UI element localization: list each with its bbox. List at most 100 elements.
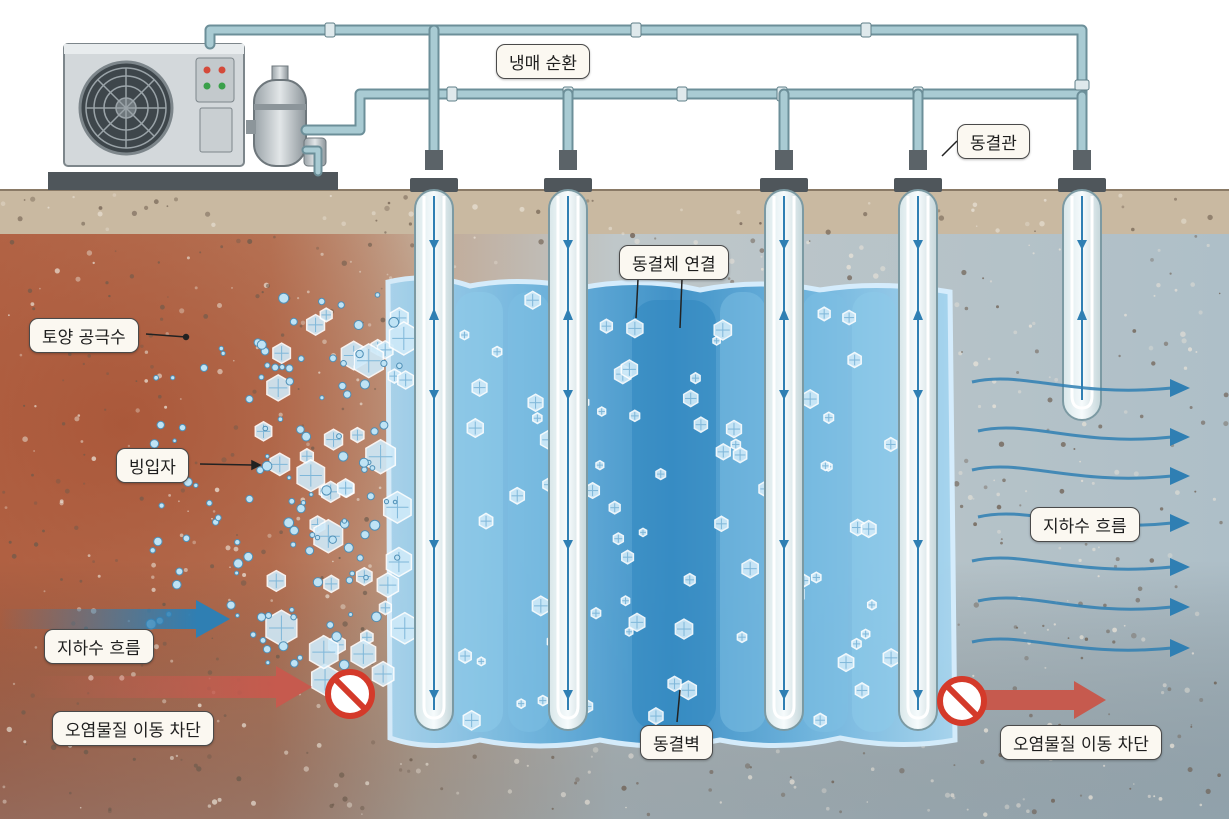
ice-crystal-icon xyxy=(612,532,625,546)
contaminant-arrow-right xyxy=(984,681,1106,719)
ground-surface xyxy=(0,190,1229,234)
contaminant-block-label-left: 오염물질 이동 차단 xyxy=(52,711,214,746)
no-entry-icon xyxy=(325,669,375,719)
pump-tank-icon xyxy=(246,65,327,167)
groundwater-label-right: 지하수 흐름 xyxy=(1030,507,1140,542)
ice-crystal-icon xyxy=(810,571,822,584)
frozen-wall xyxy=(385,275,958,749)
ice-particle-label: 빙입자 xyxy=(116,448,189,483)
ice-crystal-icon xyxy=(801,389,819,410)
groundwater-arrow-left xyxy=(0,600,230,638)
ice-crystal-icon xyxy=(296,458,326,493)
ice-crystal-icon xyxy=(532,412,543,425)
ice-crystal-icon xyxy=(531,595,551,617)
ice-crystal-icon xyxy=(385,546,413,578)
soil-pore-water xyxy=(145,292,403,671)
ice-crystal-icon xyxy=(371,660,395,688)
frozen-connect-label: 동결체 연결 xyxy=(619,245,729,280)
ice-crystal-icon xyxy=(590,606,602,620)
ice-crystal-icon xyxy=(860,628,871,640)
ice-crystal-icon xyxy=(714,515,729,533)
ice-crystal-icon xyxy=(478,512,494,530)
ice-crystal-icon xyxy=(595,459,605,471)
ice-crystal-icon xyxy=(736,631,748,644)
ice-crystal-icon xyxy=(648,707,664,726)
ice-crystal-icon xyxy=(820,460,831,472)
ice-crystal-icon xyxy=(682,389,699,408)
refrigerant-label: 냉매 순환 xyxy=(496,44,590,79)
ice-crystal-icon xyxy=(459,329,470,341)
ice-crystal-icon xyxy=(350,639,377,669)
freeze-pipe-risers xyxy=(410,24,1106,192)
ice-crystal-icon xyxy=(376,572,400,599)
ice-crystal-icon xyxy=(466,417,484,439)
ice-crystal-icon xyxy=(851,637,862,651)
ice-crystal-icon xyxy=(725,419,743,439)
ice-crystal-icon xyxy=(599,318,614,334)
ice-crystal-icon xyxy=(741,558,759,579)
ice-crystal-icon xyxy=(655,467,667,481)
ice-crystal-icon xyxy=(476,656,486,667)
ice-crystal-icon xyxy=(626,318,644,339)
ice-crystal-icon xyxy=(674,618,694,640)
ice-crystal-icon xyxy=(323,574,340,594)
freeze-pipe xyxy=(548,189,588,731)
freeze-pipe xyxy=(898,189,938,731)
ice-crystal-icon xyxy=(690,371,701,385)
ice-crystal-icon xyxy=(308,634,339,670)
groundwater-label-left: 지하수 흐름 xyxy=(44,629,154,664)
fan-icon xyxy=(85,67,167,149)
ice-crystal-icon xyxy=(667,675,682,693)
ice-crystal-icon xyxy=(491,345,503,358)
soil-texture xyxy=(0,193,1229,817)
frozen-wall-label: 동결벽 xyxy=(640,725,713,760)
ice-crystal-icon xyxy=(462,709,481,731)
ice-crystal-icon xyxy=(628,612,646,633)
ice-crystal-icon xyxy=(269,452,291,477)
ice-crystal-icon xyxy=(730,438,742,451)
ice-crystal-icon xyxy=(679,680,698,701)
ice-crystal-icon xyxy=(336,478,355,499)
groundwater-flow-right xyxy=(971,377,1190,657)
ice-crystal-icon xyxy=(458,648,472,664)
ice-crystal-icon xyxy=(732,446,748,464)
freeze-pipe xyxy=(764,189,804,731)
ice-crystal-icon xyxy=(837,652,855,673)
ice-crystal-icon xyxy=(847,351,862,369)
ice-crystal-icon xyxy=(350,426,365,444)
flow-arrow-icon xyxy=(971,556,1190,576)
ice-crystal-icon xyxy=(524,290,542,310)
ice-crystal-icon xyxy=(509,486,526,505)
soil-pore-water-label: 토양 공극수 xyxy=(29,318,139,353)
ice-crystal-icon xyxy=(323,428,344,451)
ice-crystal-icon xyxy=(378,600,393,616)
ice-crystal-icon xyxy=(471,378,488,397)
ice-crystal-icon xyxy=(884,436,898,453)
flow-arrow-icon xyxy=(971,637,1190,657)
equipment-pad xyxy=(48,172,338,190)
ice-crystal-icon xyxy=(527,393,544,413)
ice-crystal-icon xyxy=(683,572,696,587)
refrigeration-unit-icon xyxy=(63,43,245,167)
contaminant-block-label-right: 오염물질 이동 차단 xyxy=(1000,725,1162,760)
ice-crystal-icon xyxy=(621,549,635,565)
ice-crystal-icon xyxy=(397,370,415,390)
freeze-pipe xyxy=(414,189,454,731)
contaminant-arrow-left xyxy=(30,666,312,708)
ice-crystal-icon xyxy=(715,443,731,461)
ice-crystal-icon xyxy=(353,343,385,379)
flow-arrow-icon xyxy=(971,465,1190,485)
ice-crystal-icon xyxy=(516,698,526,710)
ice-crystal-icon xyxy=(638,527,648,538)
ice-crystal-icon xyxy=(608,500,621,515)
ice-crystal-icon xyxy=(382,490,412,524)
ice-crystal-icon xyxy=(319,307,333,323)
ice-crystal-icon xyxy=(882,648,900,668)
ice-crystal-icon xyxy=(842,309,857,326)
ice-crystal-icon xyxy=(272,342,292,365)
ice-crystal-icon xyxy=(817,306,831,322)
no-entry-icon xyxy=(937,676,987,726)
leader-lines xyxy=(145,140,958,723)
ice-crystal-icon xyxy=(266,374,291,402)
